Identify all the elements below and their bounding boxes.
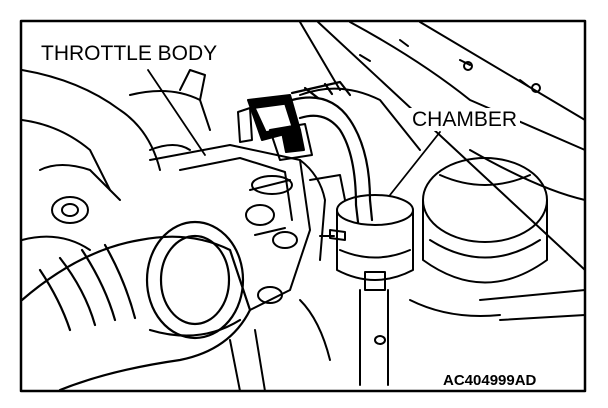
chamber-label: CHAMBER xyxy=(409,108,521,131)
vacuum-hose xyxy=(290,80,374,224)
sensor-connector xyxy=(237,94,313,161)
throttle-body-part xyxy=(149,144,346,311)
hood-lines xyxy=(299,21,586,321)
chamber-part xyxy=(319,194,414,386)
throttle-leader-line xyxy=(147,69,206,156)
engine-block-left xyxy=(21,69,211,251)
filter-housing xyxy=(409,157,548,317)
figure-frame xyxy=(19,19,587,393)
intake-duct xyxy=(20,220,252,392)
chamber-leader-line xyxy=(389,131,441,196)
throttle-body-label: THROTTLE BODY xyxy=(38,42,221,65)
figure-code-label: AC404999AD xyxy=(441,372,539,389)
lower-hoses xyxy=(229,299,386,392)
